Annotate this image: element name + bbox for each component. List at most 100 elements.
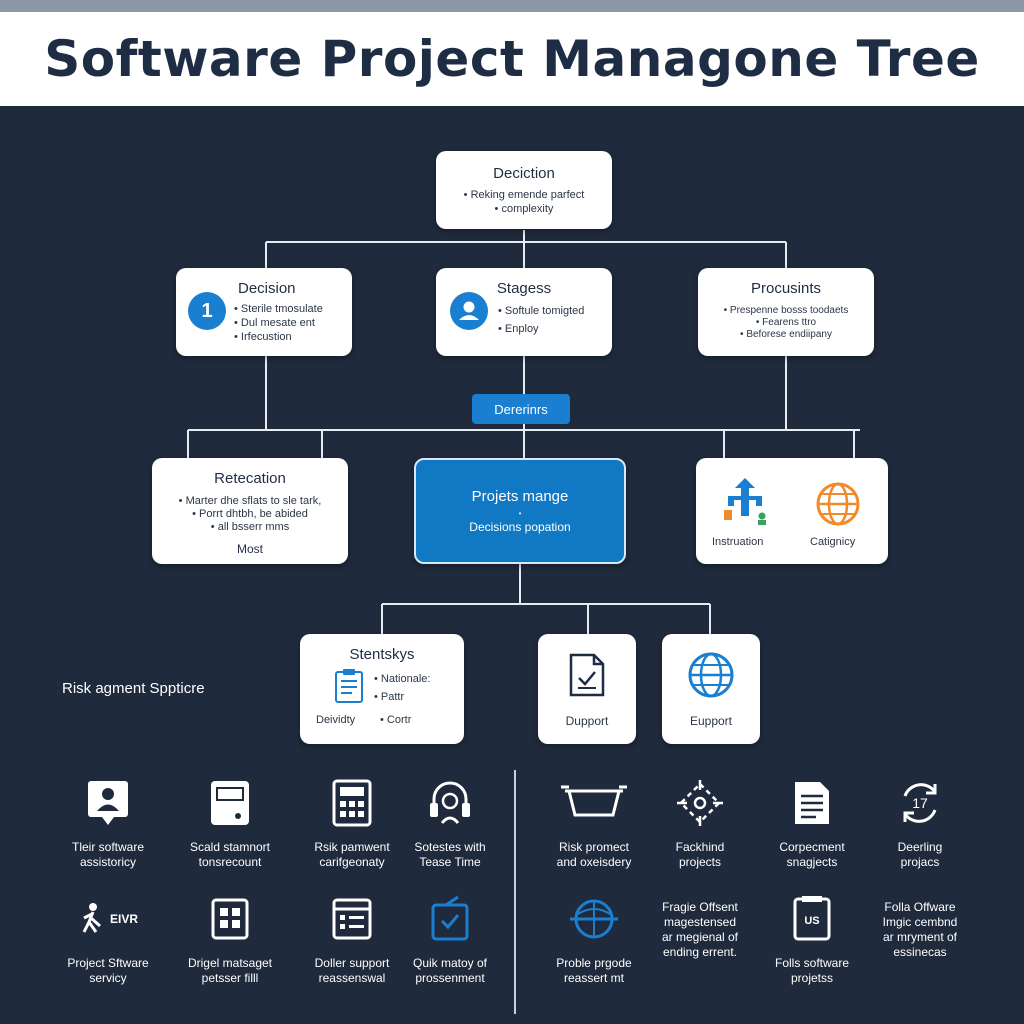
node-decision-bullet: Dul mesate ent xyxy=(234,316,323,330)
icon-tile[interactable]: Scald stamnort tonsrecount xyxy=(170,776,290,870)
icon-tile-caption: Scald stamnort tonsrecount xyxy=(189,840,271,869)
globe-icon xyxy=(814,480,862,533)
icon-tile[interactable]: Corpecment snagjects xyxy=(752,776,872,870)
icon-tile[interactable]: Doller support reassenswal xyxy=(292,892,412,986)
node-decision-bullet: Irfecustion xyxy=(234,330,323,344)
icon-tile[interactable]: Proble prgode reassert mt xyxy=(534,892,654,986)
node-stagess[interactable]: Stagess Softule tomigted Enploy xyxy=(436,268,612,356)
icon-tile[interactable]: US Folls software projetss xyxy=(752,892,872,986)
connector-lines xyxy=(187,230,860,634)
icon-tile-caption: Tleir software assistoricy xyxy=(71,840,145,869)
us-icon: US xyxy=(752,892,872,946)
node-procusints-title: Procusints xyxy=(750,280,822,297)
node-center-dot: • xyxy=(518,509,522,518)
device-icon xyxy=(170,776,290,830)
node-retecation-footer: Most xyxy=(236,542,263,556)
icon-tile-caption: Fragie Offsent magestensed ar megienal o… xyxy=(661,900,739,959)
node-decision[interactable]: Decision 1 Sterile tmosulate Dul mesate … xyxy=(176,268,352,356)
network-icon xyxy=(640,776,760,830)
node-procusints[interactable]: Procusints Prespenne bosss toodaets Fear… xyxy=(698,268,874,356)
diagram-area: Deciction Reking emende parfect complexi… xyxy=(0,106,1024,1024)
node-eupport[interactable]: Eupport xyxy=(662,634,760,744)
title-bar: Software Project Managone Tree xyxy=(0,12,1024,106)
node-center-title: Projets mange xyxy=(471,488,569,505)
document-icon xyxy=(752,776,872,830)
globe-icon xyxy=(534,892,654,946)
node-root[interactable]: Deciction Reking emende parfect complexi… xyxy=(436,151,612,229)
node-eupport-label: Eupport xyxy=(689,714,733,728)
icon-tile-caption: Rsik pamwent carifgeonaty xyxy=(314,840,390,869)
node-retecation-bullet: Porrt dhtbh, be abided xyxy=(152,508,348,521)
icon-tile-caption: Folls software projetss xyxy=(774,956,850,985)
node-retecation-bullets: Marter dhe sflats to sle tark, Porrt dht… xyxy=(152,495,348,534)
node-retecation-bullet: all bsserr mms xyxy=(152,521,348,534)
user-chat-icon xyxy=(48,776,168,830)
icon-tile-caption: Proble prgode reassert mt xyxy=(556,956,632,985)
walker-icon: EIVR xyxy=(48,892,168,946)
tray-icon xyxy=(534,776,654,830)
node-retecation[interactable]: Retecation Marter dhe sflats to sle tark… xyxy=(152,458,348,564)
icon-tile-caption: Drigel matsaget petsser filll xyxy=(187,956,273,985)
node-stentskys-foot-right: • Cortr xyxy=(380,714,412,726)
icon-tile-caption: Deerling projacs xyxy=(897,840,943,869)
node-stagess-bullets: Softule tomigted Enploy xyxy=(498,304,585,336)
icon-tile[interactable]: Quik matoy of prossenment xyxy=(390,892,510,986)
icon-tile[interactable]: Sotestes with Tease Time xyxy=(390,776,510,870)
node-decision-title: Decision xyxy=(238,280,296,297)
node-procusints-bullet: Fearens ttro xyxy=(698,317,874,329)
node-decision-bullet: Sterile tmosulate xyxy=(234,302,323,316)
icon-tile[interactable]: Fragie Offsent magestensed ar megienal o… xyxy=(640,892,760,960)
node-stagess-title: Stagess xyxy=(496,280,552,297)
node-root-bullet-cont: complexity xyxy=(436,202,612,216)
icon-left-label: Instruation xyxy=(712,536,764,548)
node-decision-bullets: Sterile tmosulate Dul mesate ent Irfecus… xyxy=(234,302,323,344)
side-label: Risk agment Sppticre xyxy=(62,680,205,697)
icon-text: US xyxy=(804,915,820,927)
icon-tile-caption: Risk promect and oxeisdery xyxy=(556,840,632,869)
step-number-badge: 1 xyxy=(188,292,226,330)
node-procusints-bullets: Prespenne bosss toodaets Fearens ttro Be… xyxy=(698,305,874,341)
node-stentskys-foot-right-text: Cortr xyxy=(386,714,412,726)
node-root-title: Deciction xyxy=(493,165,555,182)
clipboard-icon xyxy=(332,668,366,709)
top-strip xyxy=(0,0,1024,12)
list-icon xyxy=(292,892,412,946)
node-center[interactable]: Projets mange • Decisions popation xyxy=(414,458,626,564)
node-dupport[interactable]: Dupport xyxy=(538,634,636,744)
node-procusints-bullet: Beforese endiipany xyxy=(698,329,874,341)
node-root-bullet: Reking emende parfect xyxy=(436,188,612,202)
icon-tile-caption: Folla Offware Imgic cembnd ar mryment of… xyxy=(882,900,958,959)
node-retecation-title: Retecation xyxy=(214,470,286,487)
node-retecation-bullet: Marter dhe sflats to sle tark, xyxy=(152,495,348,508)
node-procusints-bullet: Prespenne bosss toodaets xyxy=(698,305,874,317)
icon-tile-caption: Quik matoy of prossenment xyxy=(412,956,488,985)
user-icon xyxy=(450,292,488,330)
icon-tile-caption: Project Sftware servicy xyxy=(67,956,149,985)
icon-tile[interactable]: Drigel matsaget petsser filll xyxy=(170,892,290,986)
icon-tile-caption: Fackhind projects xyxy=(675,840,725,869)
svg-text:17: 17 xyxy=(912,795,928,811)
icon-tile-caption: Doller support reassenswal xyxy=(314,956,390,985)
icon-tile[interactable]: EIVR Project Sftware servicy xyxy=(48,892,168,986)
calculator-icon xyxy=(292,776,412,830)
icon-tile[interactable]: Risk promect and oxeisdery xyxy=(534,776,654,870)
node-stagess-bullet: Enploy xyxy=(498,322,584,336)
node-icons[interactable]: Instruation Catignicy xyxy=(696,458,888,564)
tablet-icon xyxy=(390,892,510,946)
icon-tile[interactable]: Fackhind projects xyxy=(640,776,760,870)
page-title: Software Project Managone Tree xyxy=(44,30,980,88)
cycle-icon: 17 xyxy=(860,776,980,830)
pill-label[interactable]: Dererinrs xyxy=(472,394,570,424)
icon-tile[interactable]: Rsik pamwent carifgeonaty xyxy=(292,776,412,870)
icon-tile-caption: Sotestes with Tease Time xyxy=(414,840,486,869)
icon-tile[interactable]: Tleir software assistoricy xyxy=(48,776,168,870)
icon-tile[interactable]: Folla Offware Imgic cembnd ar mryment of… xyxy=(860,892,980,960)
node-stentskys-bullets: Nationale: Pattr xyxy=(374,670,431,706)
node-stentskys-bullet: Pattr xyxy=(374,688,430,706)
node-stentskys[interactable]: Stentskys Nationale: Pattr Deividty • Co… xyxy=(300,634,464,744)
globe-icon xyxy=(686,650,736,705)
node-stentskys-title: Stentskys xyxy=(349,646,415,663)
icon-text: EIVR xyxy=(109,912,138,926)
icon-tile-caption: Corpecment snagjects xyxy=(779,840,845,869)
